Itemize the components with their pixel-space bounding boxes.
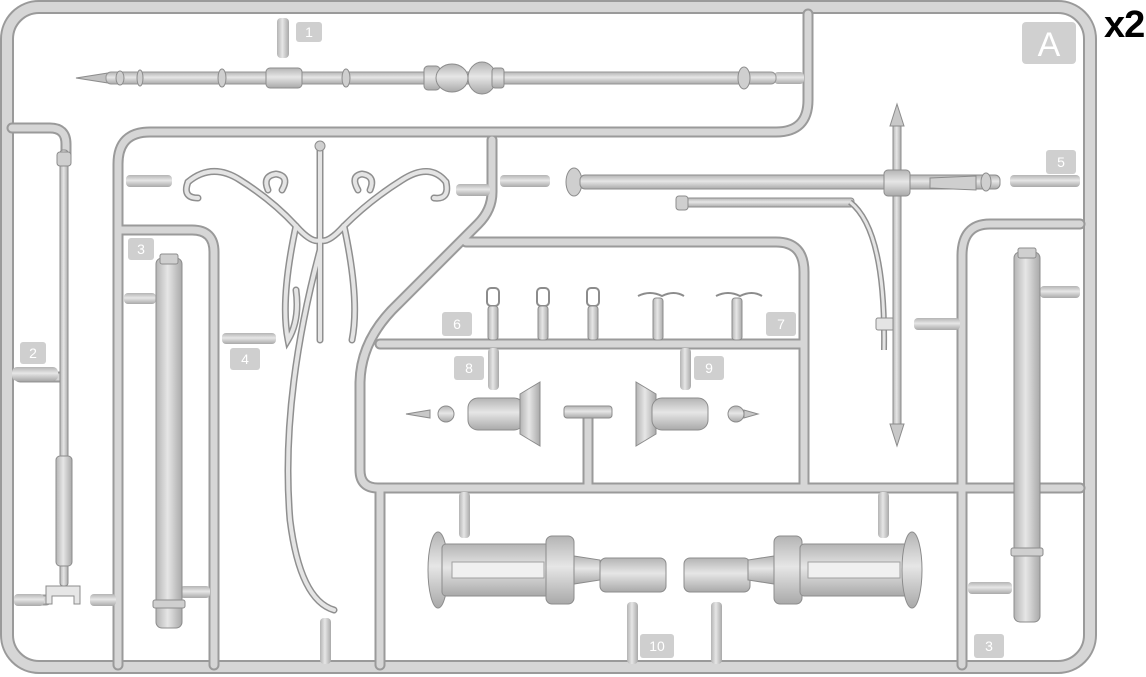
part-10-lanterns — [427, 531, 923, 609]
sprue-multiplier: x2 — [1104, 4, 1145, 46]
sprue-gates — [12, 18, 1080, 664]
part-3-right-column — [1010, 247, 1044, 623]
outer-frame — [0, 0, 1097, 674]
sprue-letter-tag: A — [1022, 22, 1076, 64]
parts-8-9-lamp-heads — [405, 381, 760, 447]
part-number-9: 9 — [705, 360, 713, 376]
part-number-6: 6 — [453, 316, 461, 332]
part-number-1: 1 — [305, 24, 313, 40]
part-number-10: 10 — [649, 638, 665, 654]
part-number-2: 2 — [29, 345, 37, 361]
part-number-tags: 1 2 3 4 5 6 7 8 9 10 3 — [20, 22, 1076, 658]
parts-6-7-small-fittings — [486, 287, 763, 341]
sprue-letter: A — [1038, 26, 1061, 64]
part-number-3-left: 3 — [137, 241, 145, 257]
part-2-thin-pole — [45, 149, 81, 605]
part-3-left-column — [152, 253, 186, 629]
part-number-7: 7 — [777, 316, 785, 332]
part-5-crossbar-finial — [565, 102, 1001, 448]
part-number-8: 8 — [465, 360, 473, 376]
sprue-frame-illustration: A 1 2 3 4 5 6 7 8 9 10 3 — [0, 0, 1097, 674]
part-number-3-right: 3 — [985, 638, 993, 654]
part-4-ornamental-bracket — [182, 140, 451, 614]
part-number-4: 4 — [241, 351, 249, 367]
part-1-spire-rod — [75, 61, 777, 95]
part-number-5: 5 — [1057, 154, 1065, 170]
